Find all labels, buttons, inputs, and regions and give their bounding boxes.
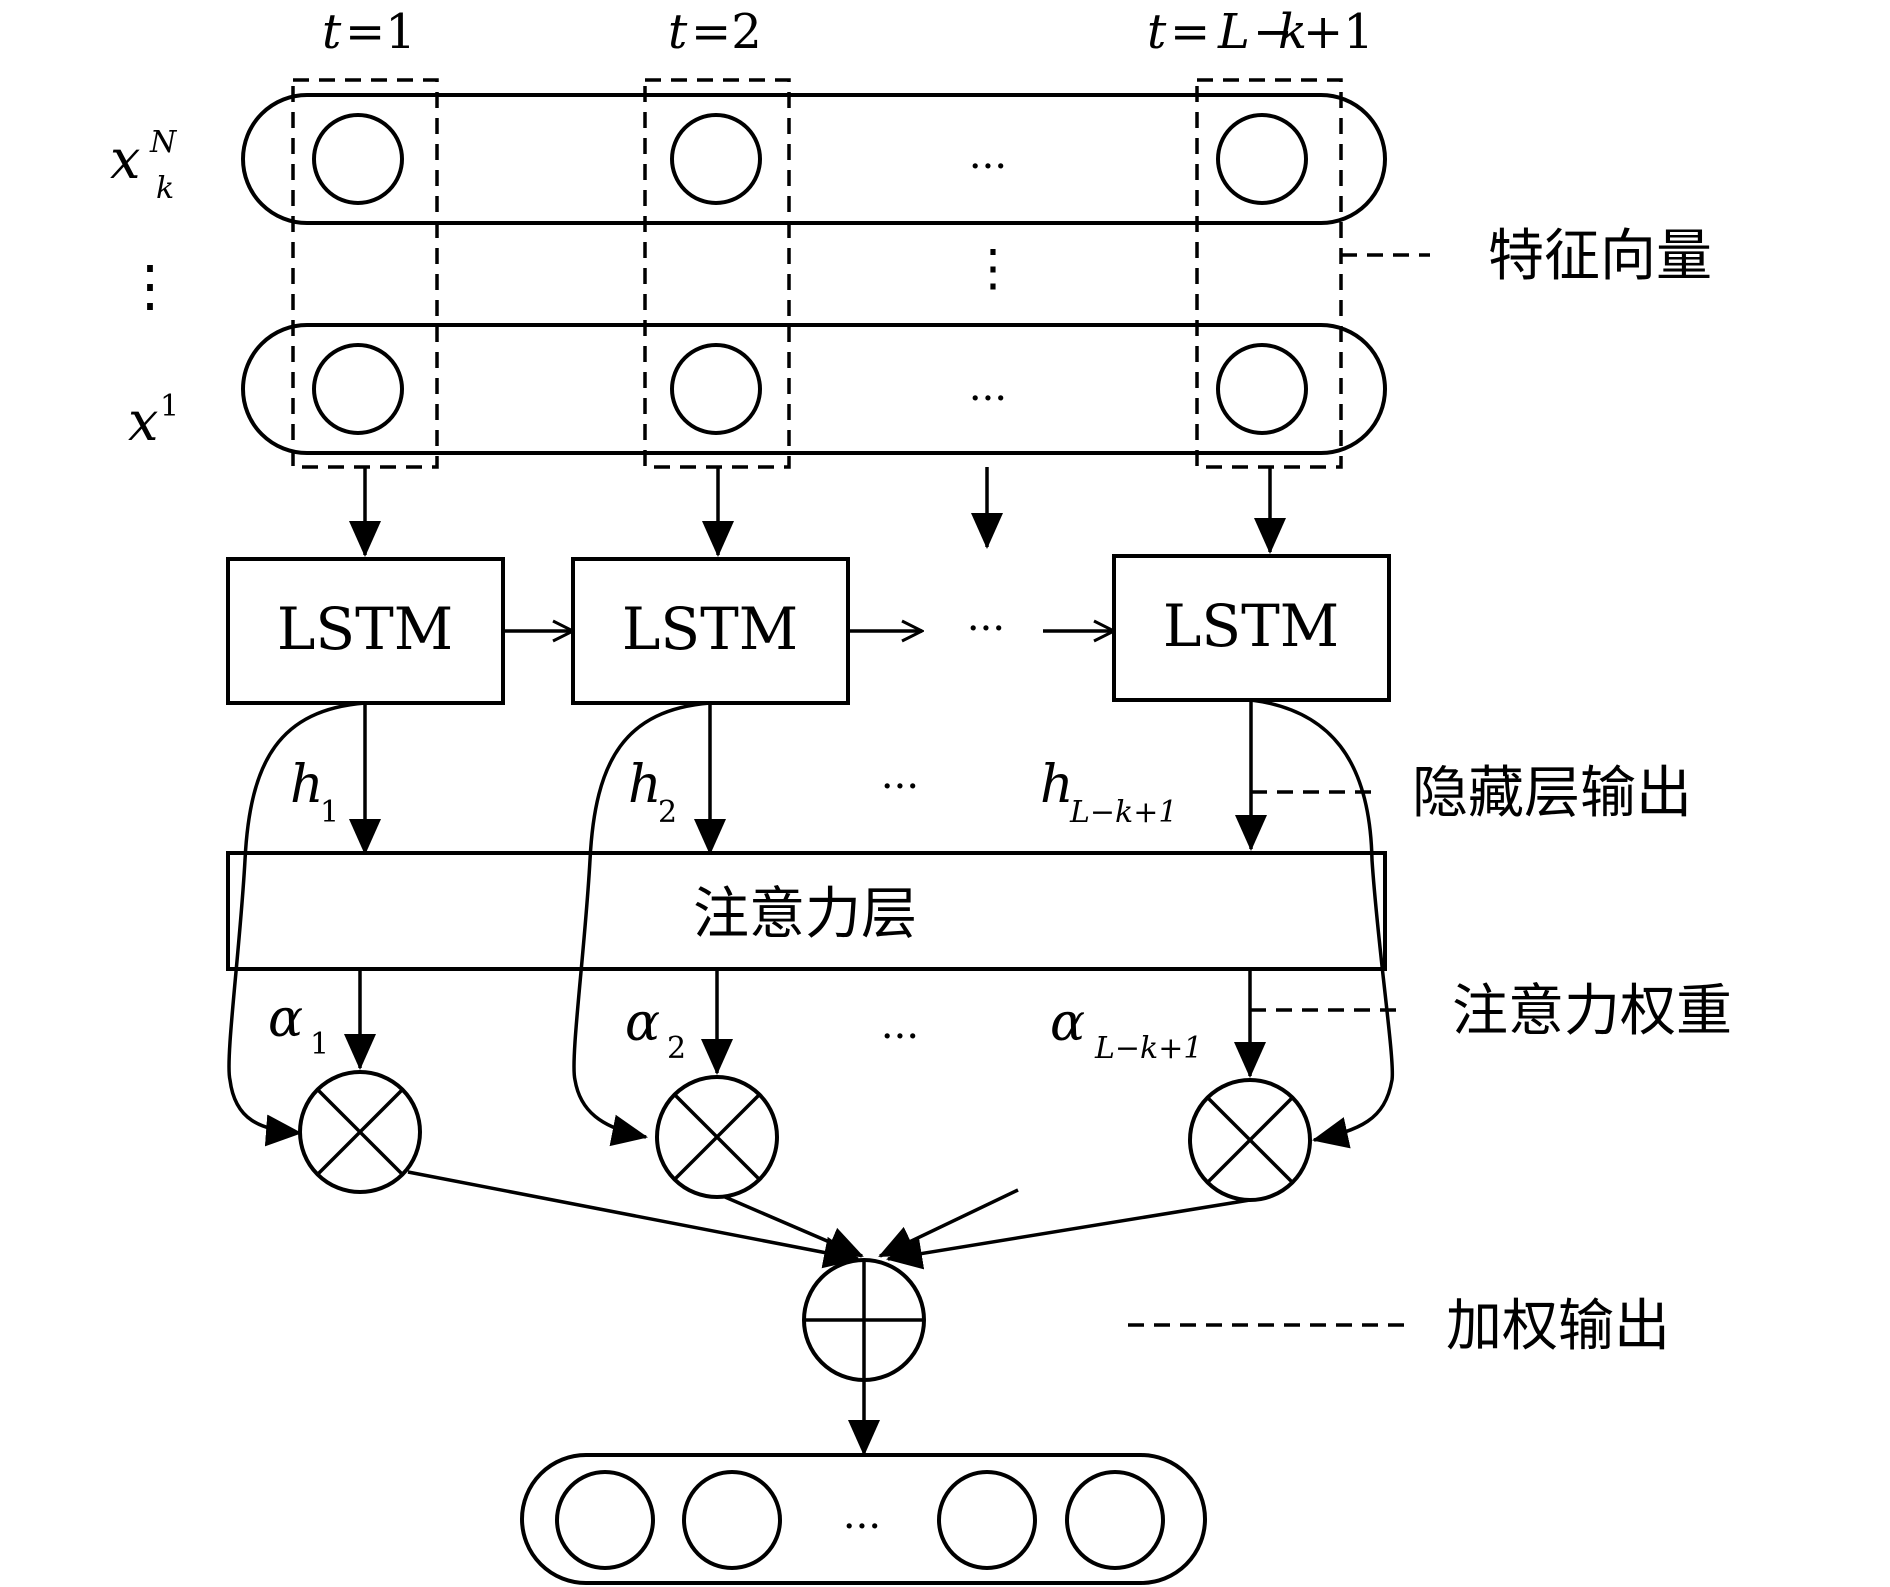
row-ellipsis: ···: [969, 144, 1007, 190]
row-label-x1: x 1: [128, 389, 179, 453]
weight-label-2: α 2: [625, 993, 686, 1066]
label-base: h: [628, 755, 662, 815]
annotation-hidden-output: 隐藏层输出: [1412, 761, 1692, 826]
output-ellipsis: ···: [843, 1504, 881, 1550]
row-ellipsis: ···: [969, 376, 1007, 422]
skip-curve-1: [227, 701, 366, 1147]
feature-node: [1216, 343, 1308, 435]
output-node: [555, 1470, 655, 1570]
hidden-label-2: h 2: [628, 755, 677, 830]
label-sub: k: [156, 171, 174, 206]
skip-curve-2: [572, 701, 711, 1147]
weight-label-1: α 1: [268, 989, 329, 1062]
label-base: α: [1050, 993, 1085, 1053]
label-sub: 1: [320, 795, 339, 830]
timestep-window-2: [643, 78, 791, 469]
timestep-eq: =2: [691, 4, 762, 60]
label-sub: 1: [310, 1027, 329, 1062]
hidden-label-last: h L−k+1: [1040, 755, 1177, 830]
timestep-label-1: t =1: [322, 4, 416, 60]
timestep-k: k: [1278, 4, 1307, 60]
label-sup: 1: [160, 389, 179, 424]
multiply-node-1: [298, 1070, 422, 1194]
annotation-attention-weight: 注意力权重: [1452, 979, 1732, 1044]
sum-arrow-1: [407, 1170, 860, 1269]
lstm-label: LSTM: [277, 595, 453, 663]
lstm-ellipsis: ···: [967, 606, 1005, 652]
lstm-label: LSTM: [1163, 592, 1339, 660]
feature-node: [312, 343, 404, 435]
output-node: [937, 1470, 1037, 1570]
row-label-xkN: x N k: [110, 125, 178, 206]
timestep-minus: −: [1253, 4, 1293, 60]
timestep-window-last: [1195, 78, 1343, 469]
hidden-ellipsis: ···: [881, 764, 919, 810]
feature-row-top: [241, 93, 1387, 225]
timestep-window-1: [291, 78, 439, 469]
timestep-eq: =1: [345, 4, 416, 60]
timestep-t: t: [668, 4, 688, 60]
sum-arrow-mid: [878, 1188, 1019, 1258]
annotation-weighted-output: 加权输出: [1446, 1294, 1670, 1359]
attention-layer-label: 注意力层: [693, 882, 917, 947]
label-base: x: [128, 390, 158, 453]
timestep-eq: =: [1170, 4, 1210, 60]
label-sub: L−k+1: [1094, 1031, 1202, 1066]
label-sub: 2: [658, 795, 677, 830]
output-node: [682, 1470, 782, 1570]
label-sub: 2: [667, 1031, 686, 1066]
label-base: x: [110, 128, 140, 191]
weight-label-last: α L−k+1: [1050, 993, 1202, 1066]
annotation-feature-vector: 特征向量: [1488, 224, 1712, 289]
lstm-label: LSTM: [622, 595, 798, 663]
output-node: [1065, 1470, 1165, 1570]
feature-node: [312, 113, 404, 205]
sum-arrow-last: [886, 1198, 1251, 1270]
timestep-t: t: [1147, 4, 1167, 60]
row-vdots: ⋮: [122, 254, 178, 319]
label-base: h: [1040, 755, 1074, 815]
multiply-node-last: [1188, 1078, 1312, 1202]
label-sub: L−k+1: [1069, 795, 1177, 830]
feature-node: [670, 343, 762, 435]
label-base: h: [290, 755, 324, 815]
sum-node: [802, 1258, 926, 1382]
weight-ellipsis: ···: [881, 1014, 919, 1060]
attention-layer-box: [226, 851, 1387, 971]
sum-arrow-2: [724, 1195, 864, 1258]
feature-node: [670, 113, 762, 205]
feature-node: [1216, 113, 1308, 205]
timestep-plus: +1: [1303, 4, 1374, 60]
hidden-label-1: h 1: [290, 755, 339, 830]
label-sup: N: [149, 125, 178, 160]
timestep-L: L: [1217, 4, 1250, 60]
feature-row-bottom: [241, 323, 1387, 455]
timestep-t: t: [322, 4, 342, 60]
timestep-label-last: t = L − k +1: [1147, 4, 1374, 60]
label-base: α: [268, 989, 303, 1049]
skip-curve-last: [1250, 698, 1395, 1149]
output-vector: [520, 1453, 1207, 1585]
label-base: α: [625, 993, 660, 1053]
multiply-node-2: [655, 1075, 779, 1199]
column-vdots: ⋮: [968, 239, 1018, 297]
timestep-label-2: t =2: [668, 4, 762, 60]
